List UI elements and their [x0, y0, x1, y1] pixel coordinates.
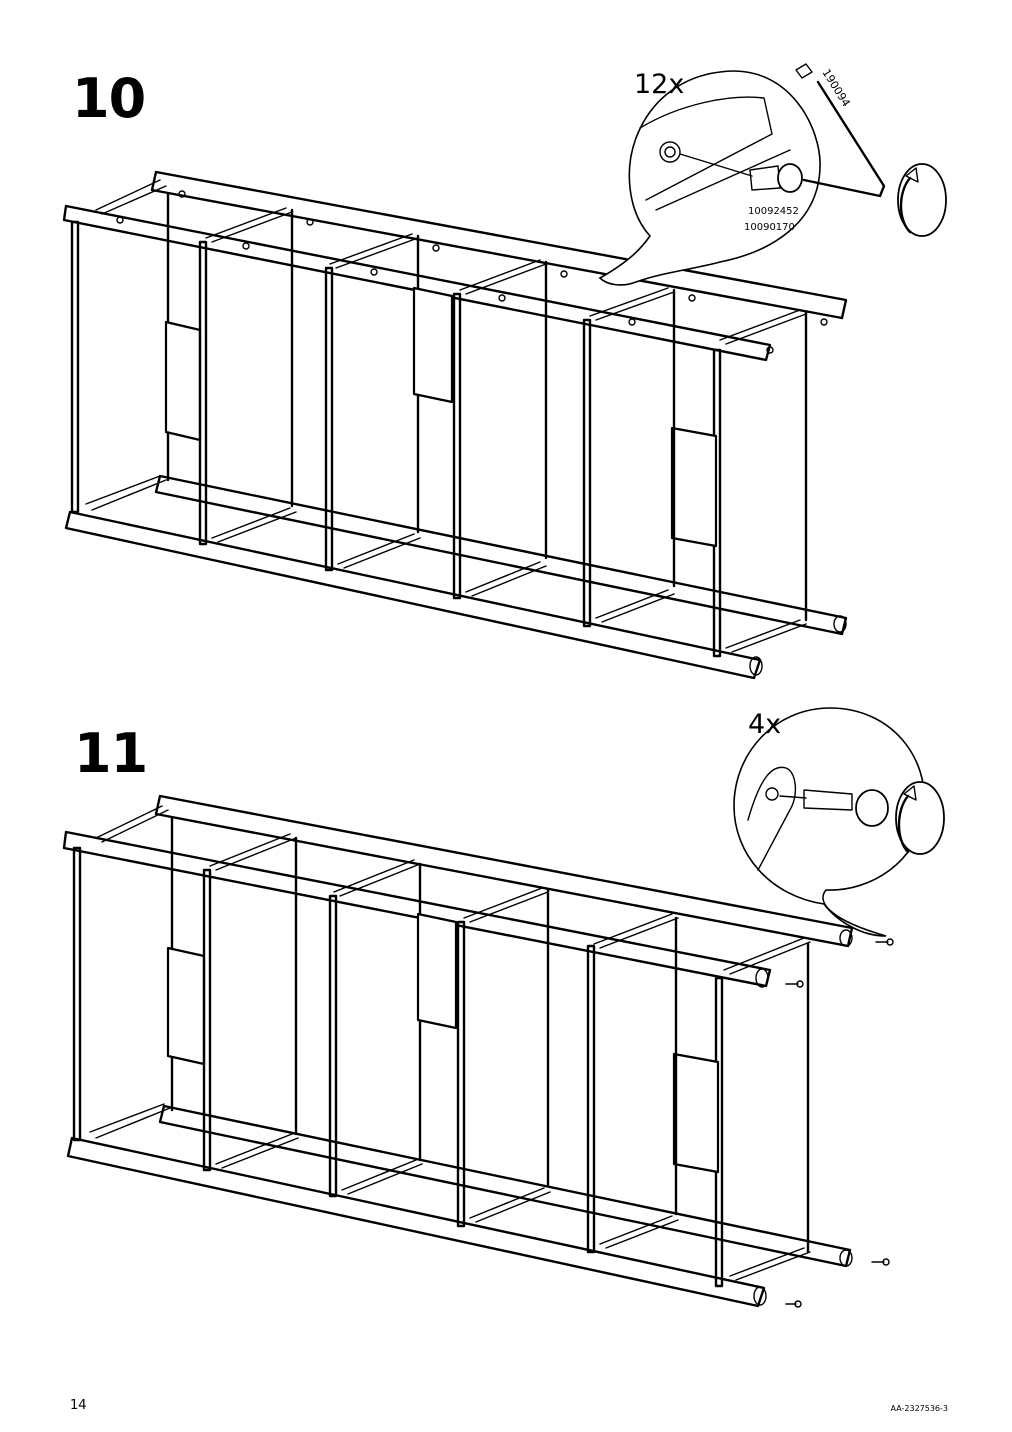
- step-number-11: 11: [74, 722, 148, 785]
- step-number-10: 10: [72, 67, 146, 130]
- step10-frame-illustration: [62, 170, 848, 680]
- svg-text:10090170: 10090170: [744, 222, 795, 233]
- svg-text:190094: 190094: [819, 67, 852, 110]
- document-code: AA-2327536-3: [890, 1404, 948, 1413]
- page-number: 14: [70, 1398, 87, 1413]
- step11-frame-illustration: [62, 794, 894, 1308]
- step11-detail-callout: [733, 707, 945, 937]
- step11-quantity: 4x: [748, 709, 782, 740]
- svg-text:10092452: 10092452: [748, 206, 799, 217]
- step10-quantity: 12x: [634, 69, 685, 100]
